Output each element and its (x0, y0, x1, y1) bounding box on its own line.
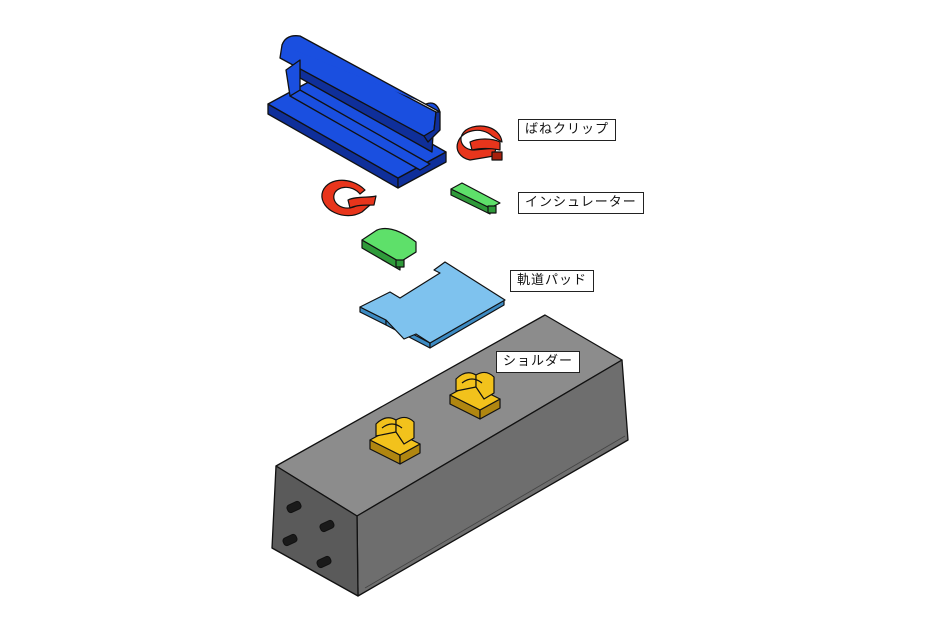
shoulder-right (449, 371, 501, 420)
insulator-right (450, 182, 501, 215)
insulator-left (361, 227, 417, 271)
sleeper-end-face (271, 465, 359, 597)
label-shoulder: ショルダー (496, 351, 581, 373)
rebar-ends (282, 500, 335, 569)
spring-clip-left (321, 179, 377, 217)
rail-pad (359, 261, 506, 349)
spring-clip-right (456, 125, 503, 161)
label-insulator: インシュレーター (518, 192, 644, 214)
rail (267, 35, 447, 189)
label-rail-pad: 軌道パッド (510, 270, 595, 292)
shoulder-left (369, 416, 421, 465)
label-spring-clip: ばねクリップ (518, 119, 617, 141)
